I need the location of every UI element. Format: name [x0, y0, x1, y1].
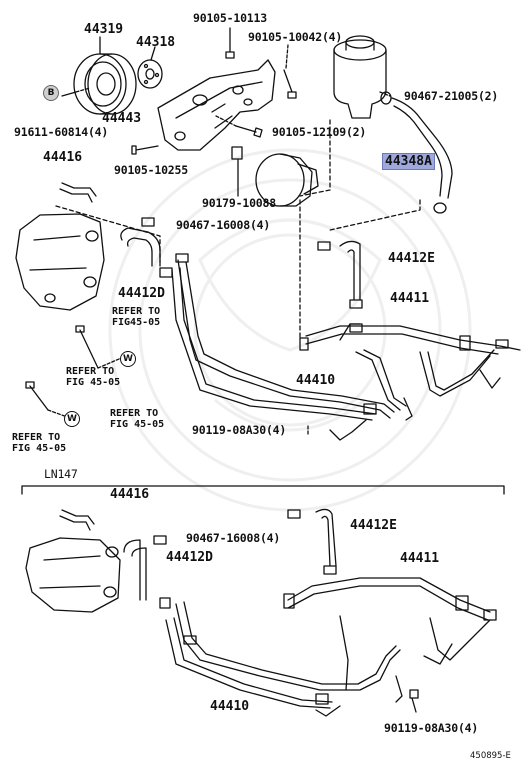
- label-90105-12109: 90105-12109(2): [272, 125, 367, 139]
- hose-44348a: [391, 97, 453, 199]
- label-90119-08a30-top: 90119-08A30(4): [192, 423, 287, 437]
- refer-to-fig-45-05-d[interactable]: REFER TO FIG 45-05: [12, 432, 66, 454]
- refer-line-1: REFER TO: [66, 366, 115, 377]
- label-44416-bottom: 44416: [110, 487, 150, 502]
- label-90105-10113: 90105-10113: [193, 11, 267, 25]
- refer-to-fig-45-05-c[interactable]: REFER TO FIG 45-05: [110, 408, 164, 430]
- label-90467-21005: 90467-21005(2): [404, 89, 499, 103]
- steering-gear-bottom: [25, 537, 121, 613]
- refer-line-2: FIG 45-05: [110, 419, 165, 430]
- label-44412d-bottom: 44412D: [166, 550, 213, 565]
- label-44411-bottom: 44411: [400, 551, 440, 566]
- label-90467-16008-bottom: 90467-16008(4): [186, 531, 281, 545]
- label-44411-top: 44411: [390, 291, 430, 306]
- label-44416-top: 44416: [43, 150, 83, 165]
- steering-gear-top: [15, 213, 105, 311]
- refer-line-1: REFER TO: [110, 408, 159, 419]
- label-44319: 44319: [84, 22, 124, 37]
- label-44412e-top: 44412E: [388, 251, 435, 266]
- refer-to-fig-45-05-a[interactable]: REFER TO FIG45-05: [112, 306, 160, 328]
- label-44318: 44318: [136, 35, 176, 50]
- label-90119-08a30-bottom: 90119-08A30(4): [384, 721, 479, 735]
- refer-line-1: REFER TO: [12, 432, 61, 443]
- marker-w-1: W: [120, 351, 136, 367]
- label-44412e-bottom: 44412E: [350, 518, 397, 533]
- reservoir: [333, 35, 387, 119]
- label-91611-60814: 91611-60814(4): [14, 125, 109, 139]
- pulley-44319: [73, 53, 137, 115]
- label-44412d-top: 44412D: [118, 286, 165, 301]
- label-44410-top: 44410: [296, 373, 336, 388]
- bracket-44443: [157, 59, 276, 151]
- refer-to-fig-45-05-b[interactable]: REFER TO FIG 45-05: [66, 366, 120, 388]
- label-44348a-highlighted[interactable]: 44348A: [382, 153, 435, 170]
- label-90467-16008-top: 90467-16008(4): [176, 218, 271, 232]
- refer-line-2: FIG 45-05: [12, 443, 67, 454]
- marker-b: B: [43, 85, 59, 101]
- pipe-assembly-top: [171, 253, 521, 441]
- refer-line-1: REFER TO: [112, 306, 161, 317]
- label-90179-10088: 90179-10088: [202, 196, 276, 210]
- marker-w-2: W: [64, 411, 80, 427]
- pump-body: [255, 153, 319, 207]
- refer-line-2: FIG45-05: [112, 317, 161, 328]
- pipe-assembly-bottom: [165, 577, 497, 717]
- washer-44318: [137, 59, 163, 89]
- label-90105-10042: 90105-10042(4): [248, 30, 343, 44]
- label-ln147: LN147: [44, 467, 78, 481]
- label-90105-10255: 90105-10255: [114, 163, 188, 177]
- label-44443: 44443: [102, 111, 142, 126]
- refer-line-2: FIG 45-05: [66, 377, 121, 388]
- label-44410-bottom: 44410: [210, 699, 250, 714]
- diagram-code: 450895-E: [470, 751, 511, 761]
